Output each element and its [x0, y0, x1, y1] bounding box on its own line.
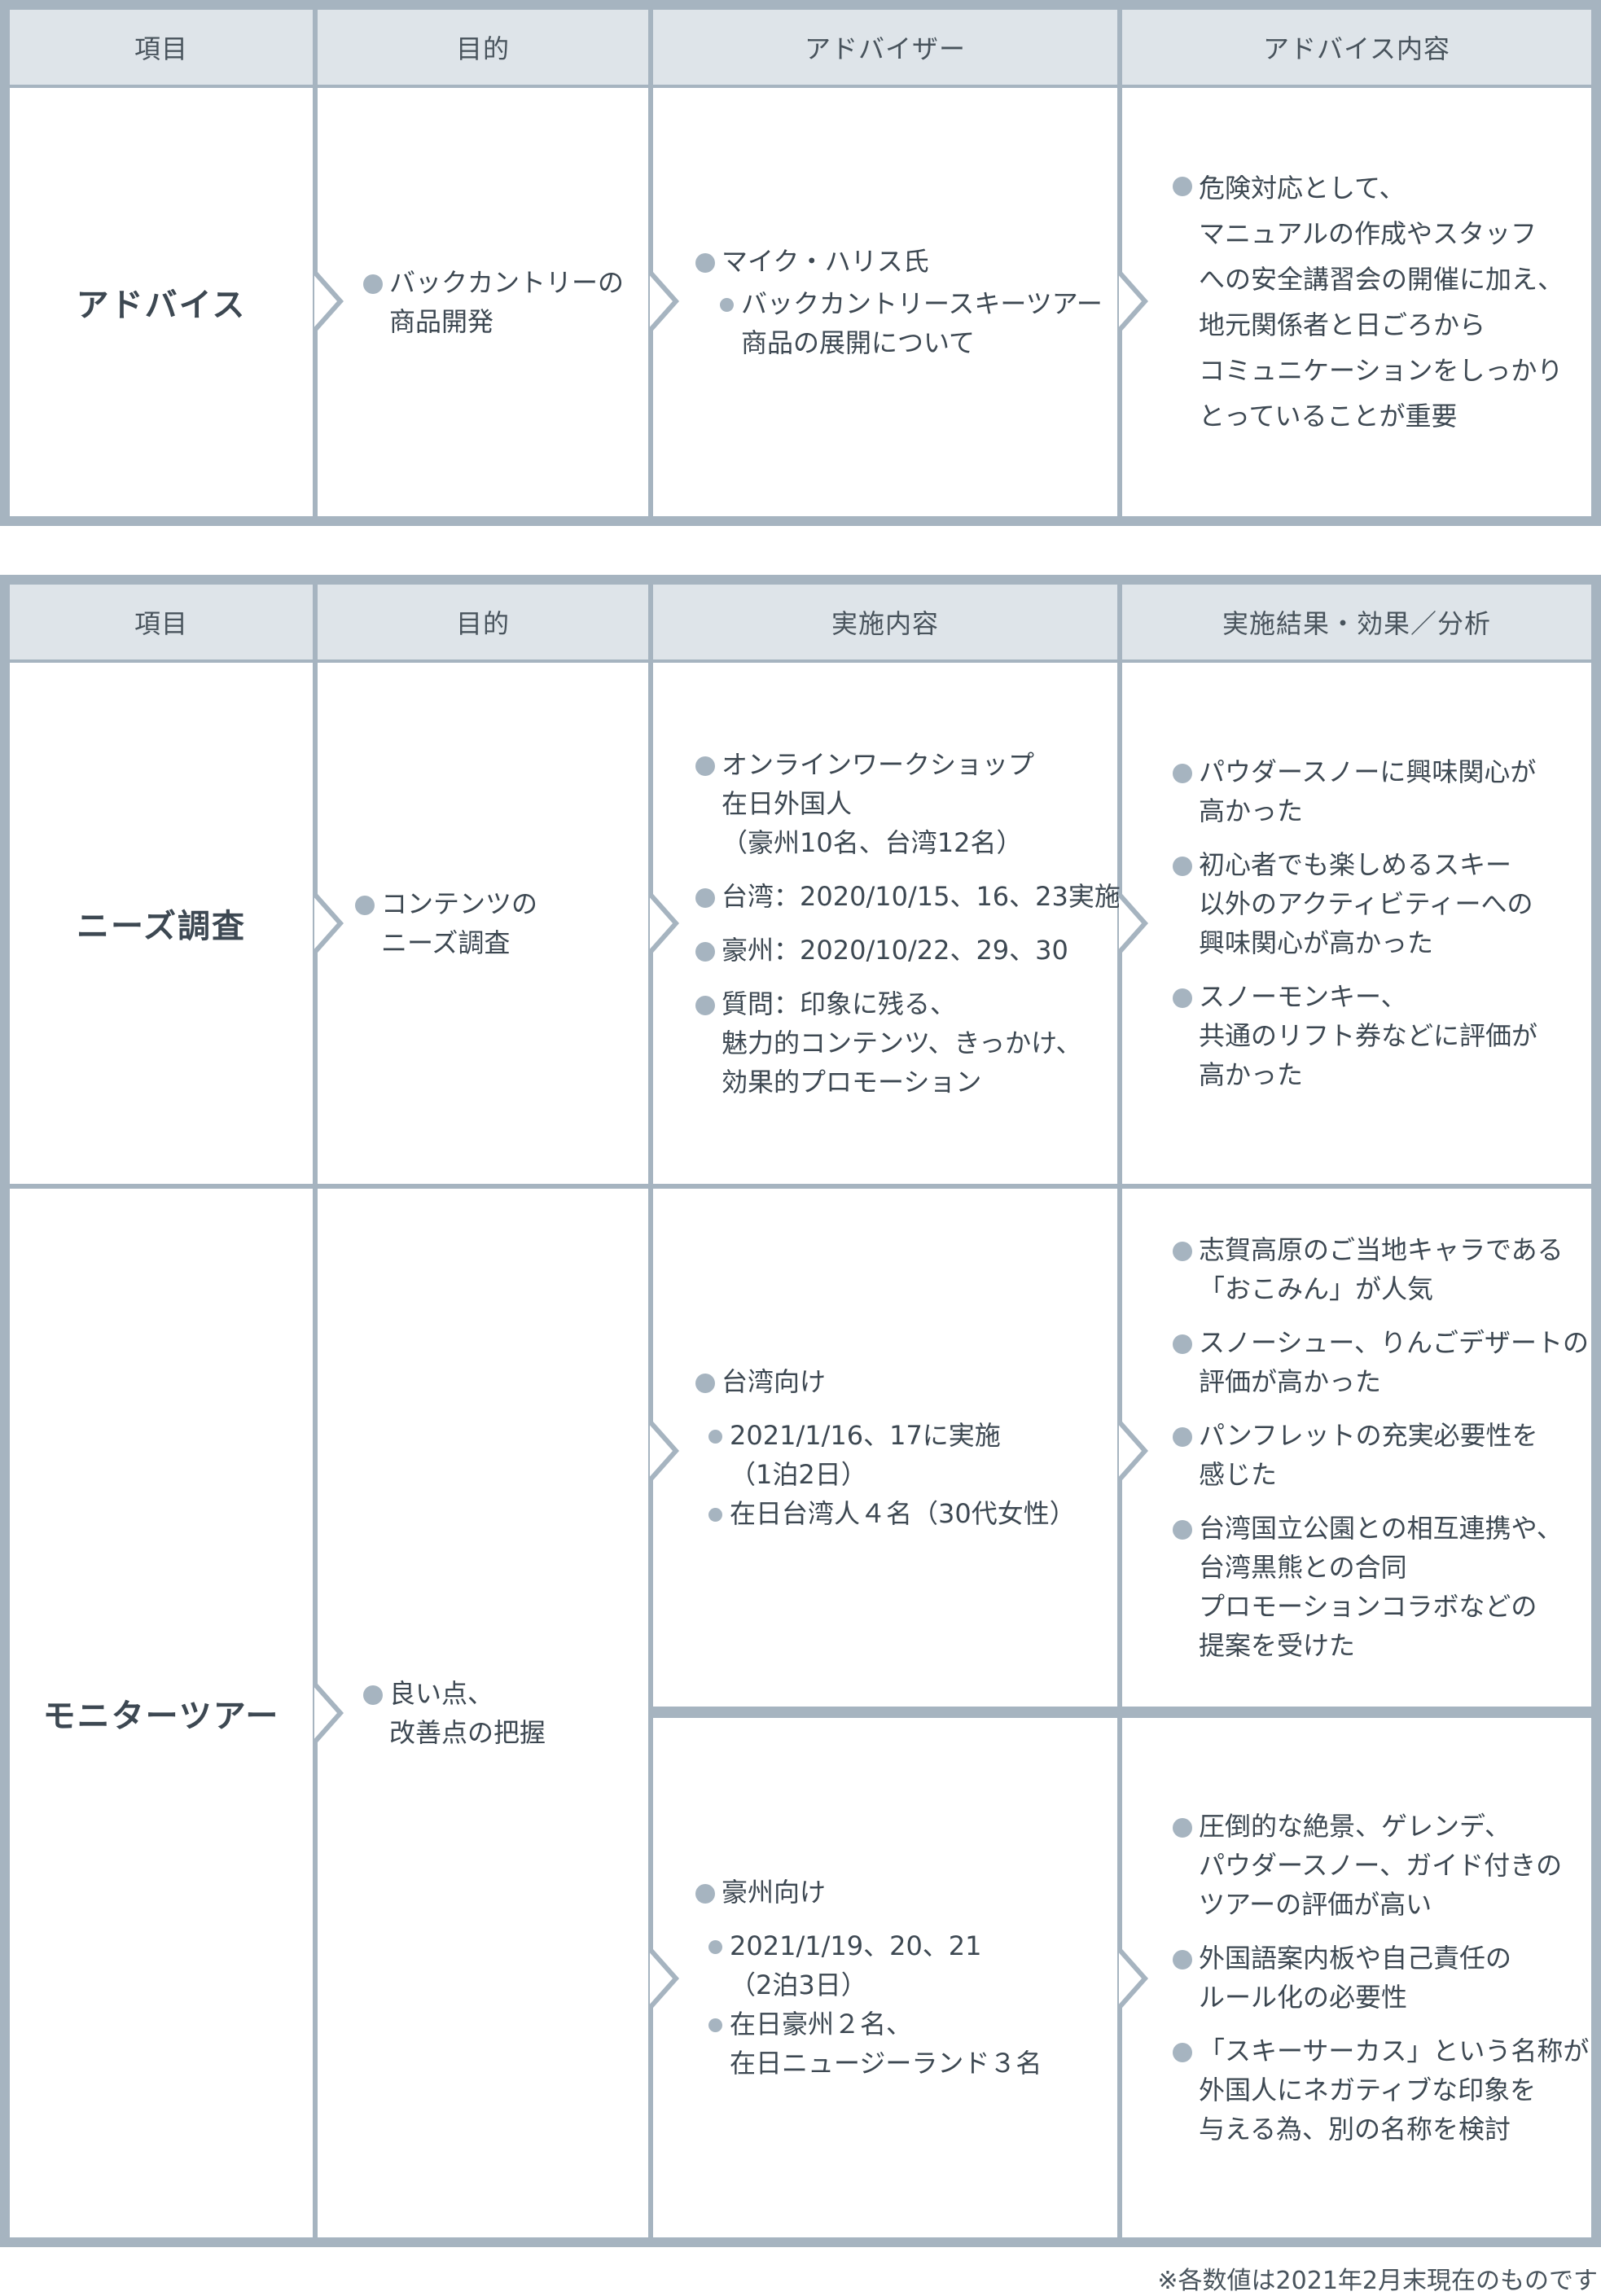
taiwan-content-cell: 台湾向け 2021/1/16、17に実施 （1泊2日） 在日台湾人４名（30代女…	[653, 1189, 1117, 1707]
needs-content-item: オンラインワークショップ 在日外国人 （豪州10名、台湾12名）	[695, 745, 1121, 862]
chevron-icon	[648, 1420, 680, 1482]
header-purpose: 目的	[318, 585, 648, 659]
advisor-topic: バックカントリースキーツアー 商品の展開について	[718, 284, 1103, 362]
advisor-name: マイク・ハリス氏	[695, 242, 1103, 281]
needs-results-cell: パウダースノーに興味関心が 高かった 初心者でも楽しめるスキー 以外のアクティビ…	[1122, 663, 1591, 1184]
taiwan-result-item: 志賀高原のご当地キャラである 「おこみん」が人気	[1173, 1230, 1589, 1308]
australia-result-item: 圧倒的な絶景、ゲレンデ、 パウダースノー、ガイド付きの ツアーの評価が高い	[1173, 1807, 1589, 1924]
needs-content-item: 豪州：2020/10/22、29、30	[695, 931, 1121, 970]
australia-content-cell: 豪州向け 2021/1/19、20、21 （2泊3日） 在日豪州２名、 在日ニュ…	[653, 1718, 1117, 2237]
australia-sub-item: 2021/1/19、20、21 （2泊3日）	[707, 1926, 1042, 2005]
row-title-monitor-tour: モニターツアー	[10, 1189, 313, 2237]
australia-result-item: 「スキーサーカス」という名称が 外国人にネガティブな印象を 与える為、別の名称を…	[1173, 2031, 1589, 2149]
header-purpose: 目的	[318, 10, 648, 85]
taiwan-result-item: スノーシュー、りんごデザートの 評価が高かった	[1173, 1323, 1589, 1401]
taiwan-results-cell: 志賀高原のご当地キャラである 「おこみん」が人気 スノーシュー、りんごデザートの…	[1122, 1189, 1591, 1707]
chevron-icon	[313, 1682, 344, 1744]
footnote: ※各数値は2021年2月末現在のものです	[1157, 2267, 1598, 2295]
row-title-advice: アドバイス	[10, 88, 313, 516]
advice-purpose-cell: バックカントリーの 商品開発	[318, 88, 648, 516]
needs-content-item: 質問：印象に残る、 魅力的コンテンツ、きっかけ、 効果的プロモーション	[695, 984, 1121, 1102]
chevron-icon	[1117, 1948, 1149, 2009]
taiwan-result-item: 台湾国立公園との相互連携や、 台湾黒熊との合同 プロモーションコラボなどの 提案…	[1173, 1509, 1589, 1665]
taiwan-result-item: パンフレットの充実必要性を 感じた	[1173, 1416, 1589, 1494]
advice-purpose: バックカントリーの 商品開発	[363, 263, 624, 341]
advisor-cell: マイク・ハリス氏 バックカントリースキーツアー 商品の展開について	[653, 88, 1117, 516]
needs-result-item: スノーモンキー、 共通のリフト券などに評価が 高かった	[1173, 977, 1537, 1094]
chevron-icon	[648, 1948, 680, 2009]
row-title-needs-research: ニーズ調査	[10, 663, 313, 1184]
chevron-icon	[648, 892, 680, 954]
needs-content-item: 台湾：2020/10/15、16、23実施	[695, 877, 1121, 916]
taiwan-sub-item: 2021/1/16、17に実施 （1泊2日）	[707, 1416, 1076, 1494]
header-advice-content: アドバイス内容	[1122, 10, 1591, 85]
needs-purpose-cell: コンテンツの ニーズ調査	[318, 663, 648, 1184]
implementation-table: 項目 目的 実施内容 実施結果・効果／分析 ニーズ調査 コンテンツの ニーズ調査…	[0, 575, 1601, 2247]
needs-result-item: 初心者でも楽しめるスキー 以外のアクティビティーへの 興味関心が高かった	[1173, 845, 1537, 962]
needs-purpose: コンテンツの ニーズ調査	[355, 884, 537, 962]
chevron-icon	[1117, 892, 1149, 954]
header-implementation: 実施内容	[653, 585, 1117, 659]
taiwan-sub-item: 在日台湾人４名（30代女性）	[707, 1494, 1076, 1533]
australia-results-cell: 圧倒的な絶景、ゲレンデ、 パウダースノー、ガイド付きの ツアーの評価が高い 外国…	[1122, 1718, 1591, 2237]
chevron-icon	[648, 270, 680, 332]
chevron-icon	[313, 892, 344, 954]
monitor-purpose-cell: 良い点、 改善点の把握	[318, 1189, 648, 2237]
australia-sub-item: 在日豪州２名、 在日ニュージーランド３名	[707, 2005, 1042, 2083]
header-item: 項目	[10, 585, 313, 659]
taiwan-heading: 台湾向け	[695, 1362, 1076, 1401]
chevron-icon	[313, 270, 344, 332]
advice-table: 項目 目的 アドバイザー アドバイス内容 アドバイス バックカントリーの 商品開…	[0, 0, 1601, 526]
australia-heading: 豪州向け	[695, 1873, 1042, 1912]
chevron-icon	[1117, 270, 1149, 332]
needs-content-cell: オンラインワークショップ 在日外国人 （豪州10名、台湾12名） 台湾：2020…	[653, 663, 1121, 1184]
advice-content: 危険対応として、 マニュアルの作成やスタッフ への安全講習会の開催に加え、 地元…	[1173, 165, 1564, 439]
header-advisor: アドバイザー	[653, 10, 1117, 85]
header-item: 項目	[10, 10, 313, 85]
chevron-icon	[1117, 1420, 1149, 1482]
needs-result-item: パウダースノーに興味関心が 高かった	[1173, 752, 1537, 830]
header-results: 実施結果・効果／分析	[1122, 585, 1591, 659]
monitor-purpose: 良い点、 改善点の把握	[363, 1674, 546, 1752]
advice-content-cell: 危険対応として、 マニュアルの作成やスタッフ への安全講習会の開催に加え、 地元…	[1122, 88, 1591, 516]
australia-result-item: 外国語案内板や自己責任の ルール化の必要性	[1173, 1939, 1589, 2017]
